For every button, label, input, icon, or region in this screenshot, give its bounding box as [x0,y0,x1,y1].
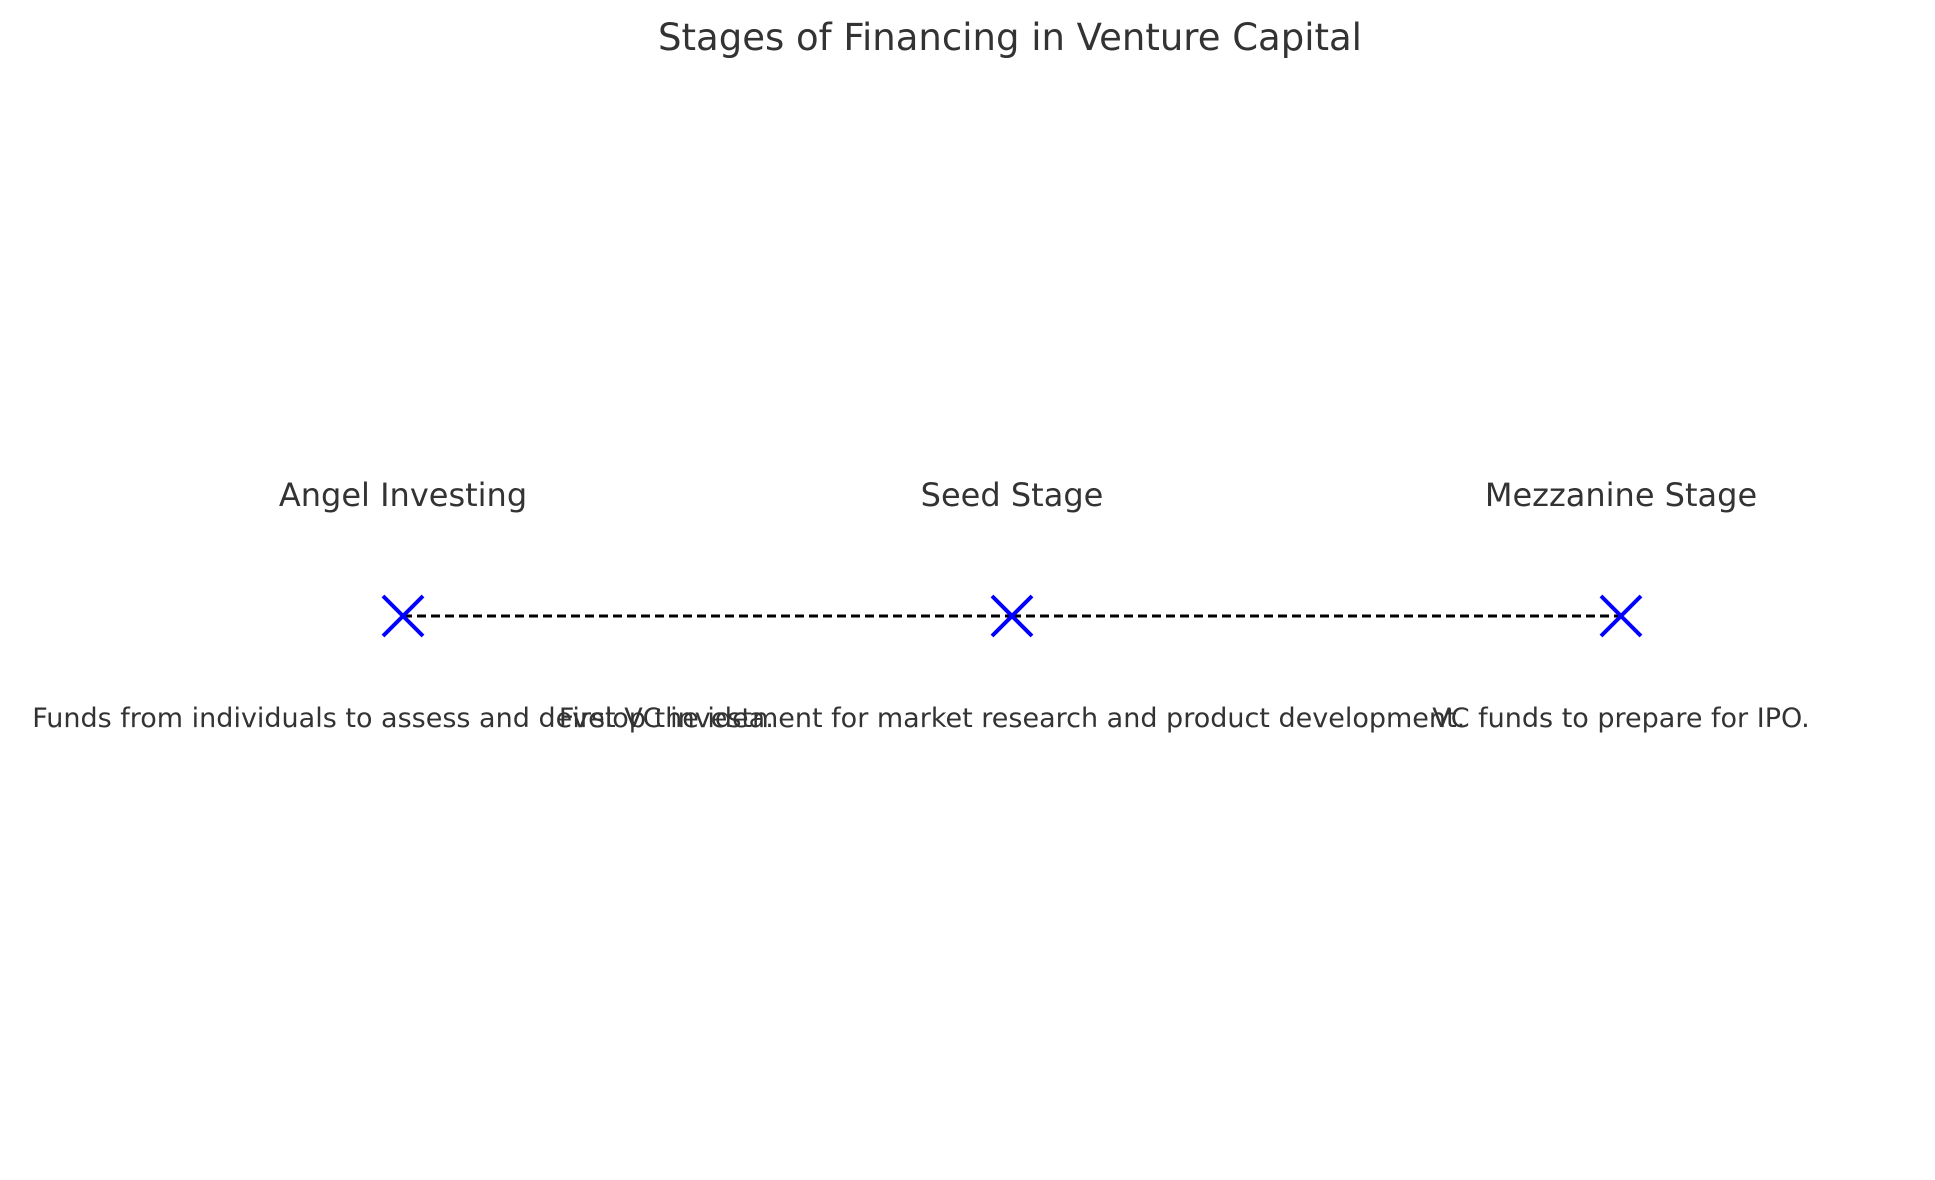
stage-description-seed-stage: First VC investment for market research … [559,703,1465,734]
stage-label-mezzanine-stage: Mezzanine Stage [1485,476,1757,514]
stage-label-angel-investing: Angel Investing [279,476,527,514]
stage-label-seed-stage: Seed Stage [921,476,1104,514]
stage-marker-angel-investing [381,594,425,638]
stage-marker-mezzanine-stage [1599,594,1643,638]
diagram-title: Stages of Financing in Venture Capital [658,16,1362,59]
stage-marker-seed-stage [990,594,1034,638]
stage-description-mezzanine-stage: VC funds to prepare for IPO. [1432,703,1809,734]
stage-description-angel-investing: Funds from individuals to assess and dev… [32,703,774,734]
